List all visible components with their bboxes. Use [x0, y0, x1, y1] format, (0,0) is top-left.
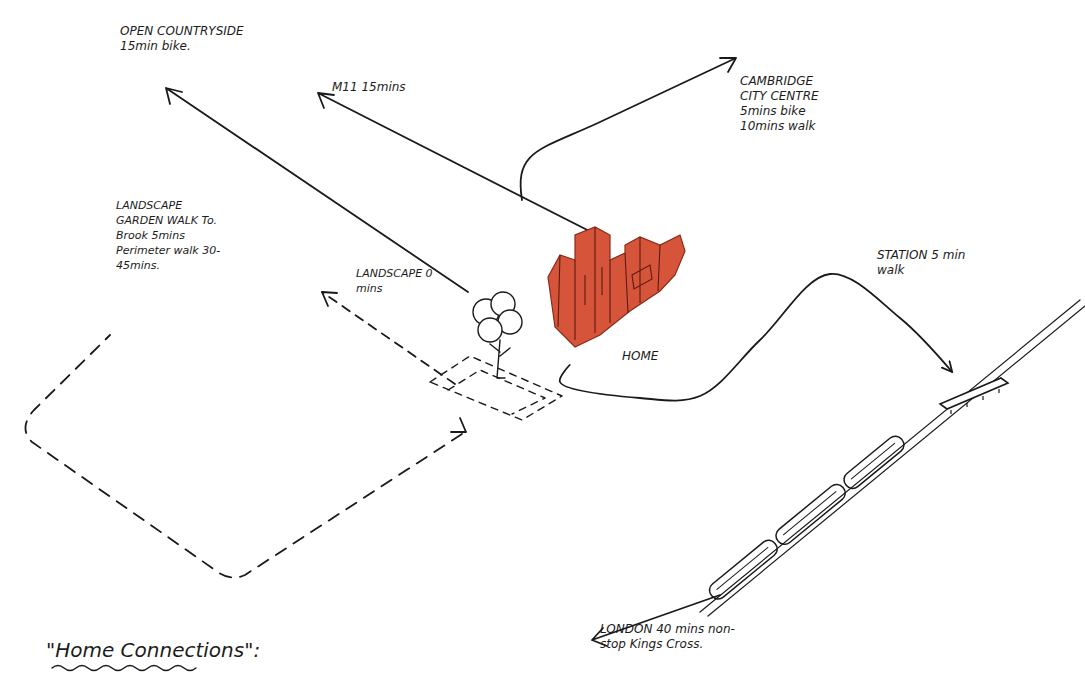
destination-label: M11 15mins — [332, 80, 442, 95]
diagram-title: "Home Connections": — [46, 638, 260, 662]
perimeter-walk — [25, 335, 462, 578]
home-building: HOME — [540, 215, 685, 365]
city-arrow — [521, 58, 736, 200]
destination-label: OPEN COUNTRYSIDE 15min bike. — [120, 24, 260, 54]
node-label: STATION 5 min walk — [877, 248, 973, 278]
arrow-head — [451, 418, 466, 432]
garden-walk-arrow — [322, 292, 455, 384]
building-detail — [558, 227, 660, 340]
node-label: HOME — [622, 349, 692, 364]
node-outline — [540, 215, 685, 365]
node-outline — [935, 372, 1010, 414]
railway-track — [700, 300, 1085, 616]
tree-symbol — [473, 292, 522, 378]
title-underline — [52, 666, 196, 671]
train-symbol — [706, 433, 907, 602]
building-fill — [548, 227, 685, 347]
countryside-arrow — [166, 88, 468, 292]
destination-label: LONDON 40 mins non-stop Kings Cross. — [600, 622, 760, 652]
destination-label: CAMBRIDGE CITY CENTRE 5mins bike 10mins … — [740, 74, 836, 134]
motorway-arrow — [318, 93, 607, 240]
walk-label: LANDSCAPE 0 mins — [356, 266, 436, 296]
garden-path — [430, 356, 562, 420]
arrow-head — [322, 292, 337, 306]
station-platform: STATION 5 min walk — [935, 372, 1010, 414]
platform-outline — [940, 378, 1008, 409]
walk-label: LANDSCAPE GARDEN WALK To. Brook 5mins Pe… — [116, 198, 228, 273]
platform-posts — [951, 389, 999, 414]
